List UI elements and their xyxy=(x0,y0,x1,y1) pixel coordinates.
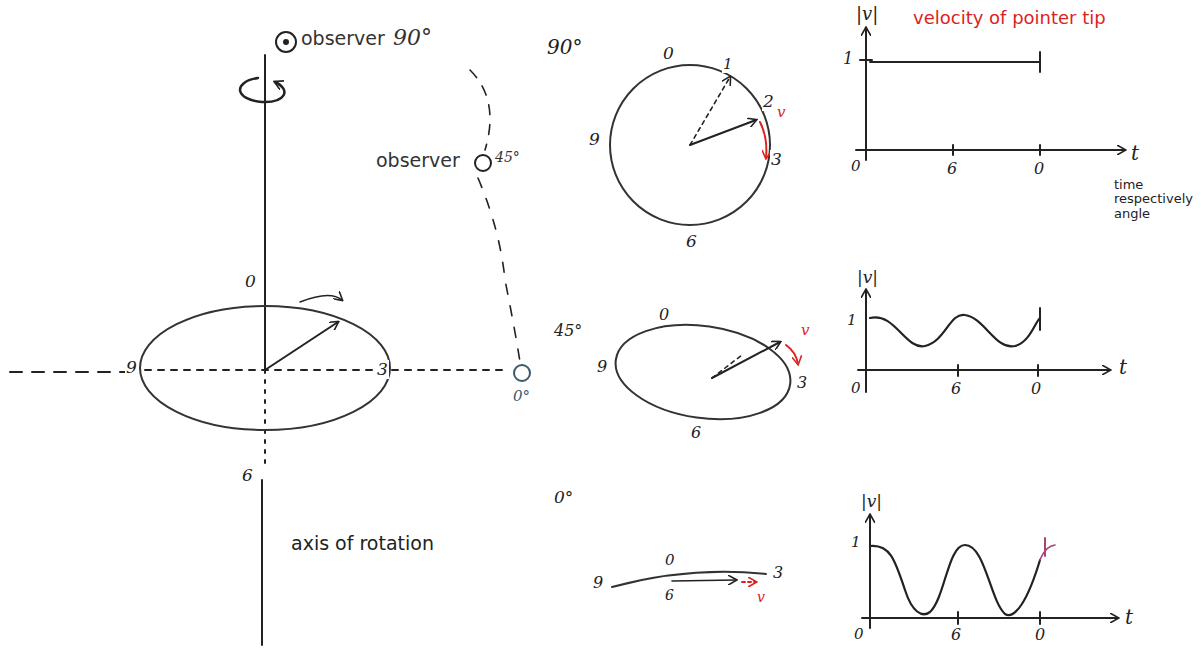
axis-title: |v| xyxy=(855,4,879,24)
axis-number: 6 xyxy=(950,380,962,398)
observer-path xyxy=(470,70,490,150)
observer-path xyxy=(478,178,520,362)
clock-number: 3 xyxy=(772,564,784,582)
clock-number: 2 xyxy=(762,92,775,111)
x-axis xyxy=(862,617,1118,619)
axis-number: 0 xyxy=(1033,160,1045,178)
x-axis xyxy=(856,149,1125,151)
observer-eye xyxy=(475,155,491,171)
rotation-arrow xyxy=(300,295,342,302)
tick xyxy=(1039,612,1041,624)
observer-label: observer xyxy=(300,28,386,49)
disc xyxy=(140,306,390,430)
clock-number: 0 xyxy=(244,272,257,291)
view-heading: 90° xyxy=(546,36,583,58)
angle-label: 90° xyxy=(392,26,433,50)
rotation-arrow xyxy=(240,78,284,102)
tick xyxy=(1039,308,1041,330)
axis-number: 1 xyxy=(850,534,862,551)
observer-eye xyxy=(514,365,530,381)
axis-number: 0 xyxy=(850,380,862,397)
velocity-curve xyxy=(1040,545,1055,560)
clock-face xyxy=(609,314,796,430)
velocity-symbol: v xyxy=(800,322,810,339)
view-heading: 0° xyxy=(553,488,574,507)
graph-title: velocity of pointer tip xyxy=(912,8,1107,28)
axis-title: |v| xyxy=(856,268,879,287)
axis-number: 0 xyxy=(1030,380,1042,398)
clock-number: 0 xyxy=(658,306,670,324)
velocity-curve xyxy=(870,315,1040,347)
velocity-arrow xyxy=(786,345,798,364)
axis-title: t xyxy=(1130,142,1140,164)
velocity-symbol: v xyxy=(756,590,766,605)
clock-hand xyxy=(672,580,736,581)
y-axis xyxy=(865,290,867,392)
tick xyxy=(957,365,959,376)
axis-note: time respectively angle xyxy=(1113,178,1193,221)
axis-label: axis of rotation xyxy=(290,533,435,554)
dashed-line xyxy=(10,371,140,373)
tick xyxy=(1039,52,1041,72)
clock-hand xyxy=(712,342,780,378)
clock-number: 6 xyxy=(690,424,702,442)
clock-number: 0 xyxy=(662,44,675,63)
clock-hand-previous xyxy=(690,77,730,145)
clock-number: 9 xyxy=(588,130,601,149)
dashed-line xyxy=(145,369,505,371)
observer-eye xyxy=(284,40,288,44)
tick xyxy=(952,145,954,155)
y-axis xyxy=(869,515,871,628)
view-heading: 45° xyxy=(553,322,583,340)
axis-number: 0 xyxy=(1034,626,1046,644)
axis-number: 6 xyxy=(950,626,962,644)
clock-number: 3 xyxy=(376,360,389,379)
clock-number: 3 xyxy=(770,150,783,169)
clock-number: 1 xyxy=(722,56,734,73)
clock-number: 9 xyxy=(592,574,604,592)
clock-number: 9 xyxy=(125,358,138,377)
clock-number: 0 xyxy=(664,552,676,569)
axis-number: 6 xyxy=(946,160,958,178)
clock-face-edge xyxy=(612,572,766,587)
velocity-arrow xyxy=(742,581,756,583)
axis-number: 1 xyxy=(842,50,854,68)
axis-number: 0 xyxy=(850,158,862,175)
clock-number: 6 xyxy=(241,466,254,485)
velocity-arrow xyxy=(760,122,766,158)
clock-number: 6 xyxy=(664,588,675,603)
pointer xyxy=(265,322,338,370)
clock-number: 3 xyxy=(796,374,808,392)
axis-number: 1 xyxy=(846,312,858,329)
angle-label: 0° xyxy=(512,388,531,405)
observer-eye xyxy=(276,32,296,52)
axis-title: t xyxy=(1124,606,1134,628)
clock-number: 6 xyxy=(685,232,698,251)
rotation-axis xyxy=(261,480,263,645)
axis-title: t xyxy=(1118,356,1128,378)
velocity-symbol: v xyxy=(776,104,786,121)
clock-face xyxy=(610,65,770,225)
tick xyxy=(957,612,959,624)
tick xyxy=(1037,365,1039,376)
angle-label: 45° xyxy=(494,150,521,165)
x-axis xyxy=(858,369,1110,371)
axis-number: 0 xyxy=(853,626,865,643)
clock-hand xyxy=(690,120,756,145)
rotation-axis-hidden xyxy=(264,370,266,465)
observer-label: observer xyxy=(375,150,461,171)
y-axis xyxy=(865,28,867,160)
tick xyxy=(1039,145,1041,155)
tick xyxy=(860,59,872,61)
velocity-curve xyxy=(870,545,1040,615)
velocity-curve xyxy=(870,61,1040,63)
clock-number: 9 xyxy=(596,358,608,376)
axis-title: |v| xyxy=(860,492,883,511)
tick xyxy=(1044,538,1046,556)
